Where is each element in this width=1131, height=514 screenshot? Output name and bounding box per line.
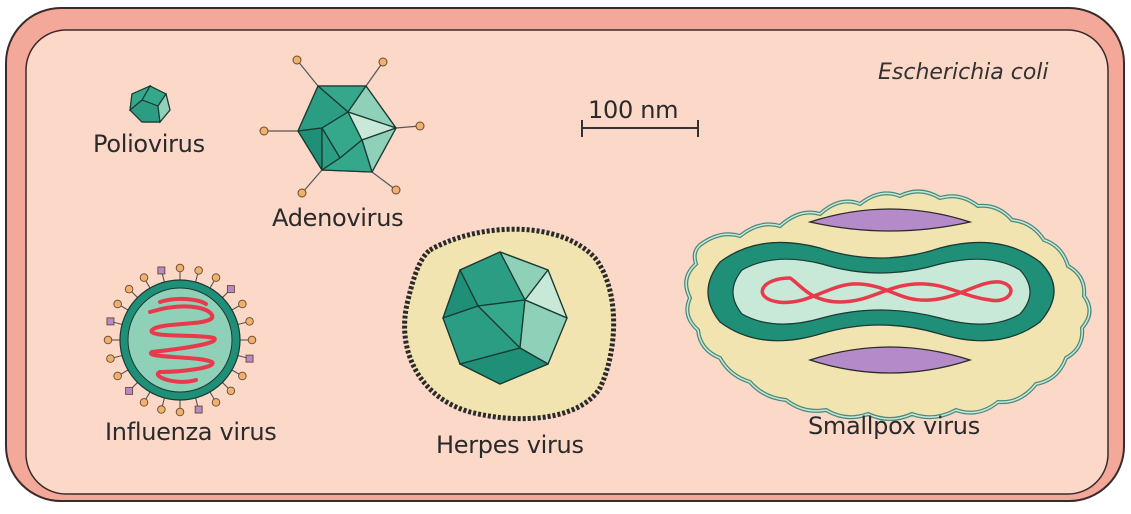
influenza-spike [125, 285, 133, 293]
influenza-spike [176, 408, 184, 416]
influenza-spike [239, 372, 247, 380]
influenza-spike [114, 372, 122, 380]
influenza-spike [227, 286, 234, 293]
ecoli-label: Escherichia coli [878, 60, 1049, 85]
influenza-spike [212, 274, 220, 282]
influenza-spike [107, 318, 114, 325]
influenza-spike [212, 399, 220, 407]
influenza-spike [114, 300, 122, 308]
influenza-spike [239, 300, 247, 308]
influenza-spike [140, 274, 148, 282]
influenza-spike [158, 406, 166, 414]
influenza-spike [104, 336, 112, 344]
influenza-spike [246, 318, 254, 326]
influenza-spike [126, 387, 133, 394]
influenza-spike [107, 355, 115, 363]
adenovirus-label: Adenovirus [272, 204, 403, 232]
influenza-spike [140, 399, 148, 407]
influenza-spike [195, 406, 202, 413]
influenza-spike [246, 355, 253, 362]
influenza-label: Influenza virus [105, 418, 276, 446]
influenza-virus [104, 264, 256, 416]
influenza-spike [176, 264, 184, 272]
smallpox-label: Smallpox virus [808, 412, 980, 440]
influenza-spike [227, 387, 235, 395]
influenza-spike [248, 336, 256, 344]
herpes-virus [405, 229, 614, 418]
influenza-spike [195, 267, 203, 275]
influenza-spike [158, 267, 165, 274]
scale-bar-label: 100 nm [588, 96, 678, 124]
poliovirus-label: Poliovirus [93, 130, 205, 158]
herpes-label: Herpes virus [436, 431, 584, 459]
